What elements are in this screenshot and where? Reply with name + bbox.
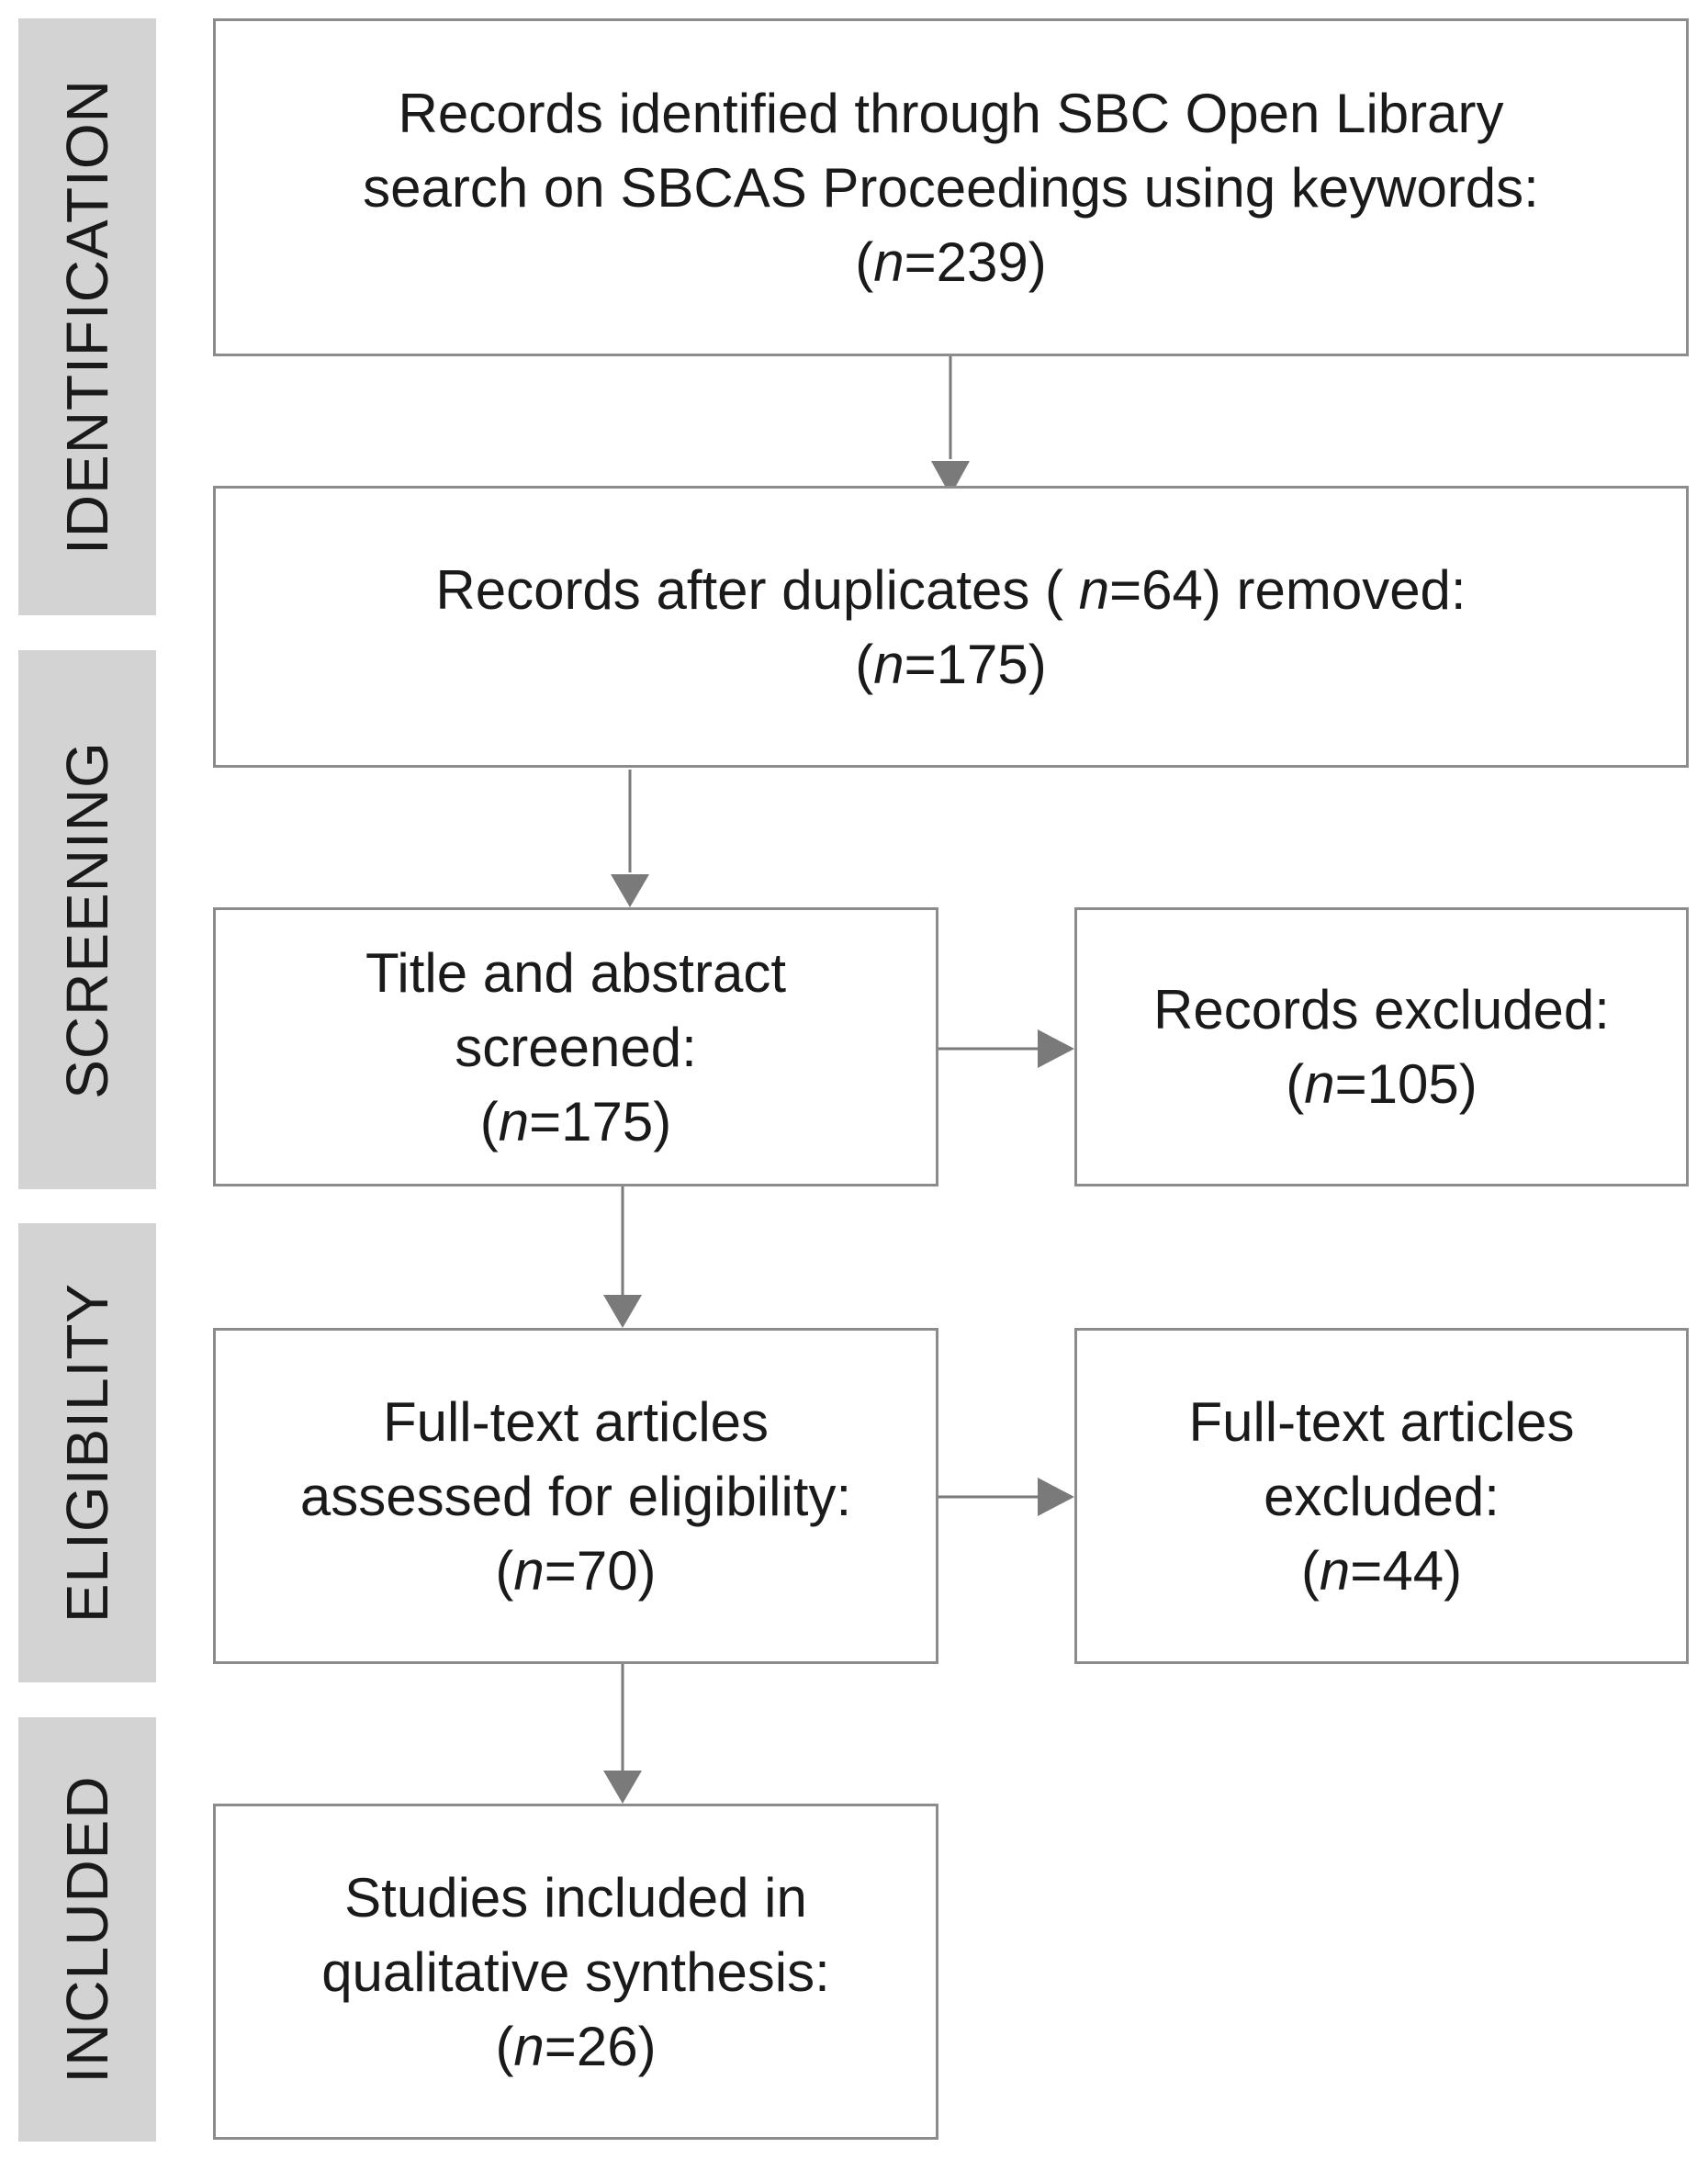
full-text-line1: Full-text articles: [382, 1390, 770, 1453]
records-excluded-count: (n=105): [1286, 1053, 1478, 1115]
records-deduplicated-line1: Records after duplicates ( n=64) removed…: [435, 558, 1466, 621]
box-records-identified: Records identified through SBC Open Libr…: [213, 18, 1689, 356]
records-identified-line2: search on SBCAS Proceedings using keywor…: [363, 156, 1539, 219]
arrowhead-screened-to-full-text: [603, 1295, 642, 1328]
box-full-text-assessed: Full-text articles assessed for eligibil…: [213, 1328, 938, 1664]
full-text-count: (n=70): [495, 1539, 657, 1602]
box-full-text-excluded: Full-text articles excluded: (n=44): [1074, 1328, 1689, 1664]
full-text-excluded-count: (n=44): [1300, 1539, 1463, 1602]
box-records-excluded: Records excluded: (n=105): [1074, 907, 1689, 1186]
arrowhead-screened-to-excluded: [1038, 1029, 1074, 1068]
phase-screening: SCREENING: [18, 650, 156, 1189]
records-identified-count: (n=239): [855, 231, 1047, 293]
full-text-excluded-line1: Full-text articles: [1188, 1390, 1575, 1453]
full-text-line2: assessed for eligibility:: [299, 1465, 852, 1527]
arrowhead-deduplicated-to-screened: [611, 874, 649, 907]
phase-eligibility: ELIGIBILITY: [18, 1223, 156, 1682]
records-identified-line1: Records identified through SBC Open Libr…: [398, 82, 1504, 144]
screened-count: (n=175): [479, 1090, 672, 1153]
full-text-excluded-line2: excluded:: [1264, 1465, 1500, 1527]
arrowhead-full-text-to-excluded: [1038, 1478, 1074, 1516]
phase-included: INCLUDED: [18, 1717, 156, 2142]
screened-line2: screened:: [455, 1016, 697, 1078]
screened-line1: Title and abstract: [365, 941, 786, 1004]
arrowhead-identified-to-deduplicated: [931, 461, 970, 496]
studies-included-line2: qualitative synthesis:: [321, 1940, 830, 2003]
studies-included-count: (n=26): [495, 2015, 657, 2077]
phase-identification: IDENTIFICATION: [18, 18, 156, 615]
box-records-deduplicated: Records after duplicates ( n=64) removed…: [213, 486, 1689, 768]
records-excluded-line1: Records excluded:: [1153, 979, 1610, 1040]
studies-included-line1: Studies included in: [344, 1866, 807, 1928]
box-title-abstract-screened: Title and abstract screened: (n=175): [213, 907, 938, 1186]
box-studies-included: Studies included in qualitative synthesi…: [213, 1804, 938, 2140]
arrowhead-full-text-to-included: [603, 1771, 642, 1804]
records-deduplicated-count: (n=175): [855, 633, 1047, 695]
